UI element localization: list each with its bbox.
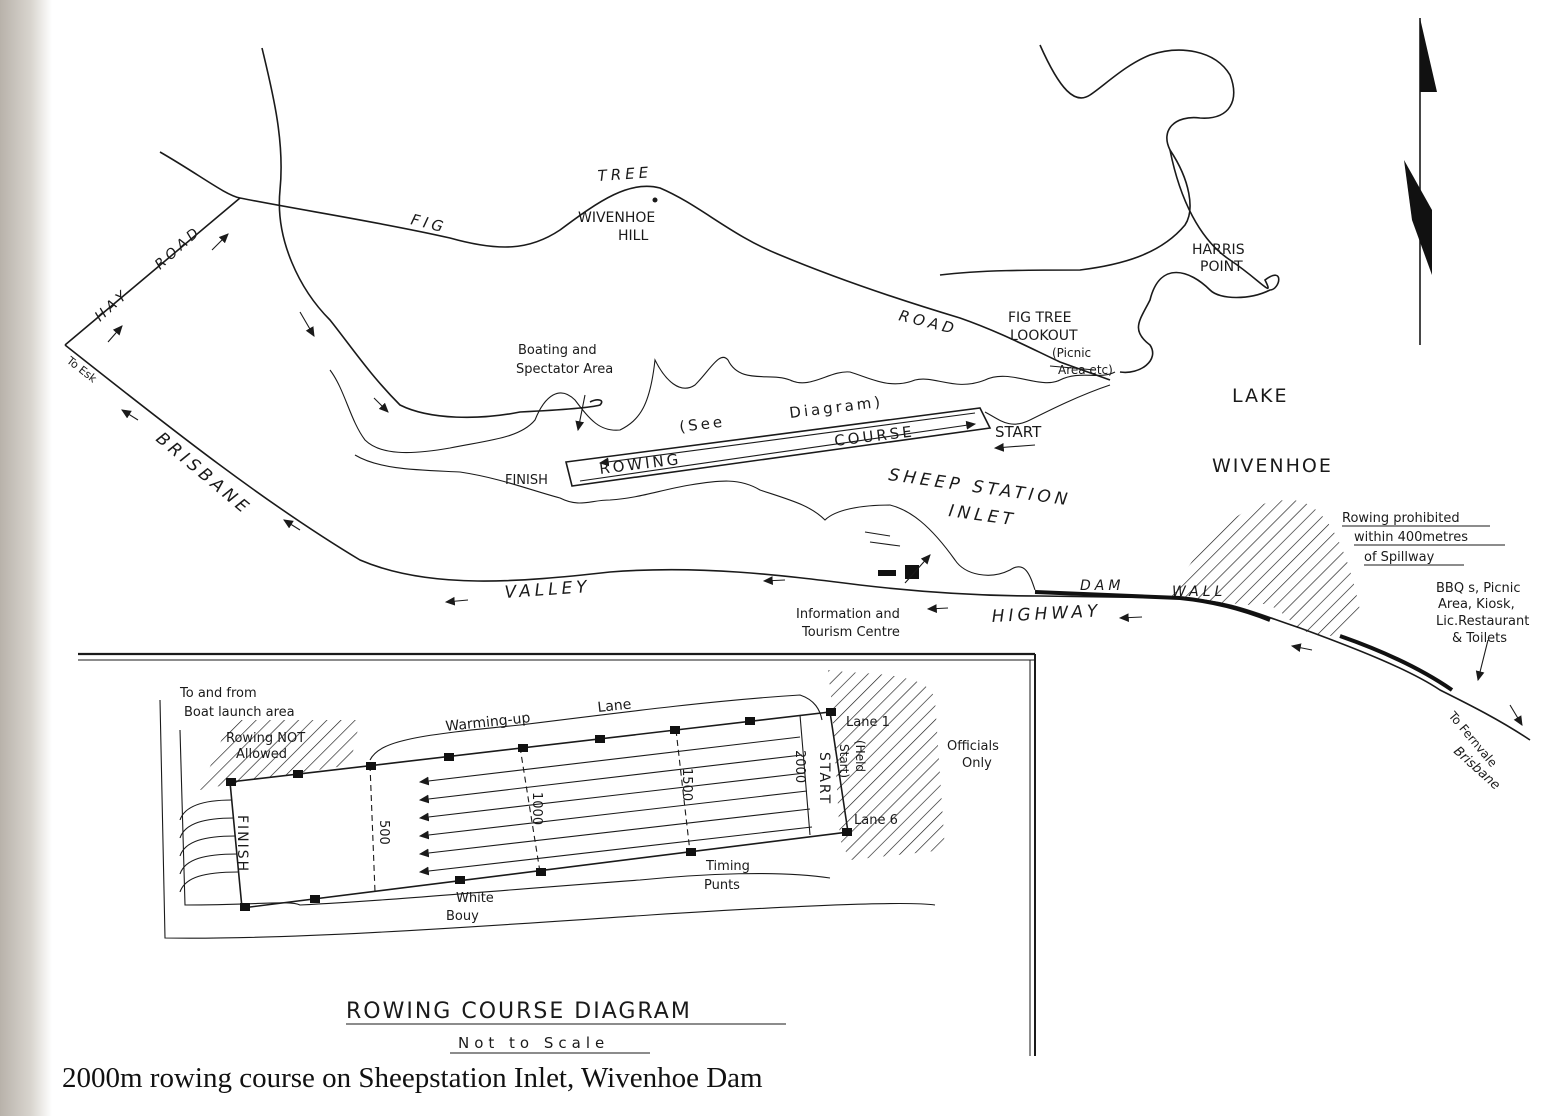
fig-tree-road-label-road: ROAD — [897, 306, 960, 338]
inlet-north-shore — [329, 357, 1116, 454]
warmup-lane-inner — [179, 729, 831, 906]
white-bouy-label-2: Bouy — [446, 909, 479, 924]
warmup-lane-top — [369, 694, 823, 761]
spillway-note-underlines — [1342, 525, 1505, 566]
not-allowed-label-2: Allowed — [236, 747, 287, 762]
warmup-lane-loop — [159, 699, 936, 939]
harris-point-shore — [1119, 149, 1280, 374]
diagram-start-label: START — [816, 752, 832, 805]
timing-punts-label-1: Timing — [705, 859, 750, 874]
bbq-label-2: Area, Kiosk, — [1438, 597, 1515, 612]
see-diagram-label-1: (See — [678, 413, 726, 436]
inlet-start-shore — [984, 384, 1111, 425]
lookout-label-2: LOOKOUT — [1010, 328, 1078, 344]
not-allowed-label-1: Rowing NOT — [226, 731, 305, 746]
marker-1500-label: 1500 — [679, 768, 694, 801]
brisbane-valley-highway-north-edge — [64, 344, 1531, 741]
marker-1000-label: 1000 — [529, 792, 544, 825]
lookout-label-1: FIG TREE — [1008, 310, 1071, 326]
timing-punts-label-2: Punts — [704, 878, 740, 893]
dam-wall-label-2: WALL — [1172, 584, 1226, 600]
highway-label-highway: HIGHWAY — [991, 601, 1102, 627]
wivenhoe-hill-label-1: WIVENHOE — [578, 210, 655, 226]
info-centre-label-2: Tourism Centre — [801, 625, 900, 640]
see-diagram-label-2: Diagram) — [788, 393, 884, 422]
hay-road-label-road: ROAD — [152, 223, 205, 273]
spillway-hatch — [1170, 500, 1360, 636]
course-label-rowing: ROWING — [598, 450, 682, 478]
boating-area-label-1: Boating and — [518, 343, 597, 358]
highway-label-brisbane: BRISBANE — [152, 429, 255, 520]
launch-label-2: Boat launch area — [184, 705, 295, 720]
officials-label-2: Only — [962, 756, 992, 771]
course-finish-label: FINISH — [505, 473, 548, 488]
road-direction-arrows — [107, 233, 1523, 726]
diagram-frame — [78, 652, 1036, 1056]
diagram-finish-label: FINISH — [234, 815, 250, 873]
bbq-label-1: BBQ s, Picnic — [1436, 581, 1521, 596]
finish-exit-lines — [179, 799, 239, 893]
lake-shoreline-north — [939, 44, 1235, 276]
highway-label-valley: VALLEY — [504, 577, 591, 603]
spillway-note-line-3: of Spillway — [1364, 550, 1435, 565]
no-rowing-hatch — [200, 720, 360, 790]
distance-marker-lines — [369, 714, 811, 893]
white-bouy-label-1: White — [456, 891, 494, 906]
dam-wall-label-1: DAM — [1080, 578, 1124, 594]
held-start-label-1: (Held — [853, 740, 867, 772]
fig-tree-road-label-fig: FIG — [409, 210, 449, 236]
figure-caption: 2000m rowing course on Sheepstation Inle… — [62, 1062, 763, 1094]
north-arrow-icon — [1404, 18, 1437, 345]
launch-label-1: To and from — [179, 686, 257, 701]
lake-label-2: WIVENHOE — [1212, 455, 1333, 477]
course-start-label: START — [995, 423, 1042, 441]
bbq-label-4: & Toilets — [1452, 631, 1507, 646]
fig-tree-road — [159, 151, 1111, 381]
diagram-title: ROWING COURSE DIAGRAM — [346, 999, 692, 1024]
wivenhoe-hill-label-2: HILL — [618, 228, 648, 244]
lane-1-label: Lane 1 — [846, 715, 890, 730]
creek-north — [261, 47, 603, 419]
officials-label-1: Officials — [947, 739, 999, 754]
hay-road-label-hay: HAY — [92, 286, 133, 325]
diagram-subtitle: Not to Scale — [458, 1034, 609, 1052]
lookout-label-4: Area etc) — [1058, 363, 1113, 377]
timing-punts — [226, 708, 852, 911]
inlet-south-shore — [354, 454, 1036, 591]
wivenhoe-hill-point — [652, 197, 658, 203]
held-start-label-2: Start) — [837, 744, 851, 778]
warmup-label-2: Lane — [597, 697, 632, 716]
lookout-label-3: (Picnic — [1052, 346, 1091, 360]
bbq-label-3: Lic.Restaurant — [1436, 614, 1529, 629]
fig-tree-road-label-tree: TREE — [597, 163, 653, 185]
spillway — [1339, 634, 1454, 692]
hay-road — [64, 197, 241, 346]
scan-edge — [0, 0, 52, 1116]
spillway-note-line-2: within 400metres — [1354, 530, 1468, 545]
course-label-course: COURSE — [833, 422, 915, 450]
info-centre-buildings — [864, 531, 919, 579]
lake-label-1: LAKE — [1232, 385, 1288, 407]
boating-area-label-2: Spectator Area — [516, 362, 613, 377]
marker-2000-label: 2000 — [792, 750, 807, 783]
rowing-course-outline — [565, 407, 1036, 487]
harris-point-label-1: HARRIS — [1192, 242, 1245, 258]
info-centre-label-1: Information and — [796, 607, 900, 622]
marker-500-label: 500 — [376, 820, 391, 845]
warmup-label-1: Warming-up — [445, 710, 531, 735]
inlet-label-2: INLET — [947, 501, 1017, 530]
lane-6-label: Lane 6 — [854, 813, 898, 828]
officials-hatch — [828, 670, 945, 860]
inlet-label-1: SHEEP STATION — [887, 465, 1072, 510]
lane-lines — [418, 736, 813, 876]
harris-point-label-2: POINT — [1200, 259, 1243, 275]
spillway-note-line-1: Rowing prohibited — [1342, 511, 1460, 526]
